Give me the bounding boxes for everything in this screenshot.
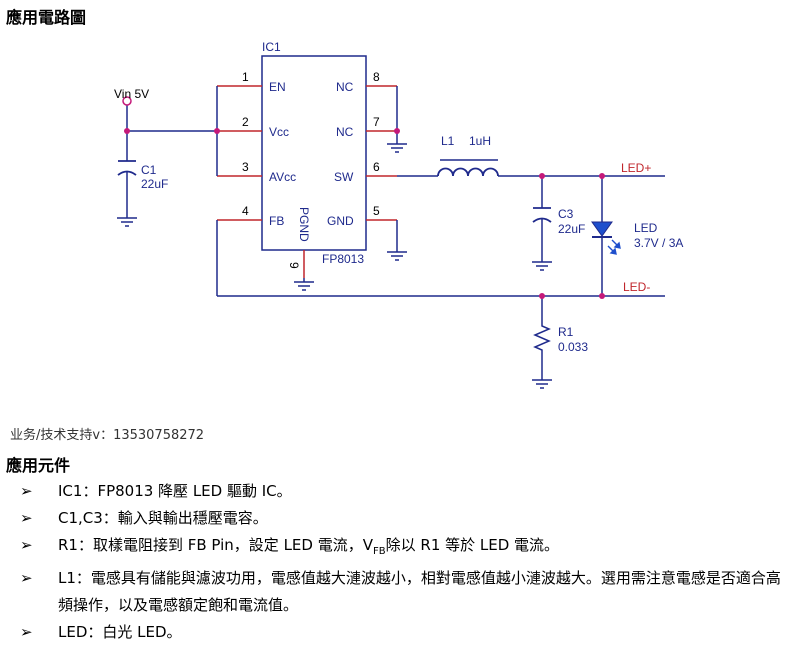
l1-value: 1uH <box>469 134 491 148</box>
c1-value: 22uF <box>141 177 168 191</box>
section-title: 應用元件 <box>6 456 71 475</box>
pin8-number: 8 <box>373 70 380 84</box>
page-title: 應用電路圖 <box>6 8 87 27</box>
item-text: R1：取樣電阻接到 FB Pin，設定 LED 電流，VFB除以 R1 等於 L… <box>58 532 790 565</box>
pin7-name: NC <box>336 125 354 139</box>
c1-ref: C1 <box>141 163 157 177</box>
vin-terminal <box>122 96 132 106</box>
bullet-arrow-icon: ➢ <box>20 482 33 500</box>
pin3-name: AVcc <box>269 170 296 184</box>
pin1-name: EN <box>269 80 286 94</box>
bullet-arrow-icon: ➢ <box>20 509 33 527</box>
l1-inductor <box>437 167 499 177</box>
pin7-number: 7 <box>373 115 380 129</box>
c3-capacitor <box>532 207 552 223</box>
list-item: ➢ LED：白光 LED。 <box>20 619 790 646</box>
vin-label: Vin 5V <box>114 87 149 101</box>
c1-capacitor <box>117 160 137 176</box>
led-value: 3.7V / 3A <box>634 236 683 250</box>
item-text: LED：白光 LED。 <box>58 623 182 641</box>
item-text: L1：電感具有儲能與濾波功用，電感值越大漣波越小，相對電感值越小漣波越大。選用需… <box>58 569 781 614</box>
r1-ref: R1 <box>558 325 574 339</box>
pin9-number: 9 <box>287 262 301 269</box>
ground-symbols <box>117 143 552 389</box>
item-text: IC1：FP8013 降壓 LED 驅動 IC。 <box>58 482 292 500</box>
pin9-name: PGND <box>297 207 311 242</box>
item-text-post: 除以 R1 等於 LED 電流。 <box>385 536 560 554</box>
ic-part-label: FP8013 <box>322 252 364 266</box>
list-item: ➢ IC1：FP8013 降壓 LED 驅動 IC。 <box>20 478 790 505</box>
pin6-name: SW <box>334 170 354 184</box>
pin8-name: NC <box>336 80 354 94</box>
list-item: ➢ L1：電感具有儲能與濾波功用，電感值越大漣波越小，相對電感值越小漣波越大。選… <box>20 565 790 619</box>
pin5-number: 5 <box>373 204 380 218</box>
c3-ref: C3 <box>558 207 574 221</box>
ground-r1 <box>532 379 552 389</box>
junction-nodes <box>124 128 605 299</box>
pin2-name: Vcc <box>269 125 289 139</box>
led-minus-label: LED- <box>623 280 650 294</box>
led-symbol <box>591 221 621 255</box>
pin4-number: 4 <box>242 204 249 218</box>
ground-pgnd <box>294 281 314 291</box>
item-text-pre: R1：取樣電阻接到 FB Pin，設定 LED 電流，V <box>58 536 373 554</box>
item-text-subscript: FB <box>373 546 386 557</box>
pin5-name: GND <box>327 214 354 228</box>
pin4-name: FB <box>269 214 284 228</box>
list-item: ➢ R1：取樣電阻接到 FB Pin，設定 LED 電流，VFB除以 R1 等於… <box>20 532 790 565</box>
pin6-number: 6 <box>373 160 380 174</box>
ground-c3 <box>532 261 552 271</box>
r1-value: 0.033 <box>558 340 588 354</box>
component-list: ➢ IC1：FP8013 降壓 LED 驅動 IC。 ➢ C1,C3：輸入與輸出… <box>20 478 790 646</box>
r1-resistor <box>533 322 551 354</box>
ic-body <box>261 55 367 251</box>
pin1-number: 1 <box>242 70 249 84</box>
item-text: C1,C3：輸入與輸出穩壓電容。 <box>58 509 268 527</box>
contact-info: 业务/技术支持v：13530758272 <box>10 428 205 443</box>
pin2-number: 2 <box>242 115 249 129</box>
bullet-arrow-icon: ➢ <box>20 623 33 641</box>
led-ref: LED <box>634 221 658 235</box>
ground-nc <box>387 143 407 153</box>
c3-value: 22uF <box>558 222 585 236</box>
application-circuit-diagram: IC1 FP8013 1 2 3 4 5 6 7 8 9 EN Vcc AVcc… <box>114 40 683 389</box>
l1-ref: L1 <box>441 134 455 148</box>
ground-c1 <box>117 217 137 227</box>
bullet-arrow-icon: ➢ <box>20 536 33 554</box>
list-item: ➢ C1,C3：輸入與輸出穩壓電容。 <box>20 505 790 532</box>
pin3-number: 3 <box>242 160 249 174</box>
ic-pins <box>217 85 397 278</box>
ground-gnd <box>387 251 407 261</box>
bullet-arrow-icon: ➢ <box>20 569 33 587</box>
led-plus-label: LED+ <box>621 161 651 175</box>
ic-ref-label: IC1 <box>262 40 281 54</box>
